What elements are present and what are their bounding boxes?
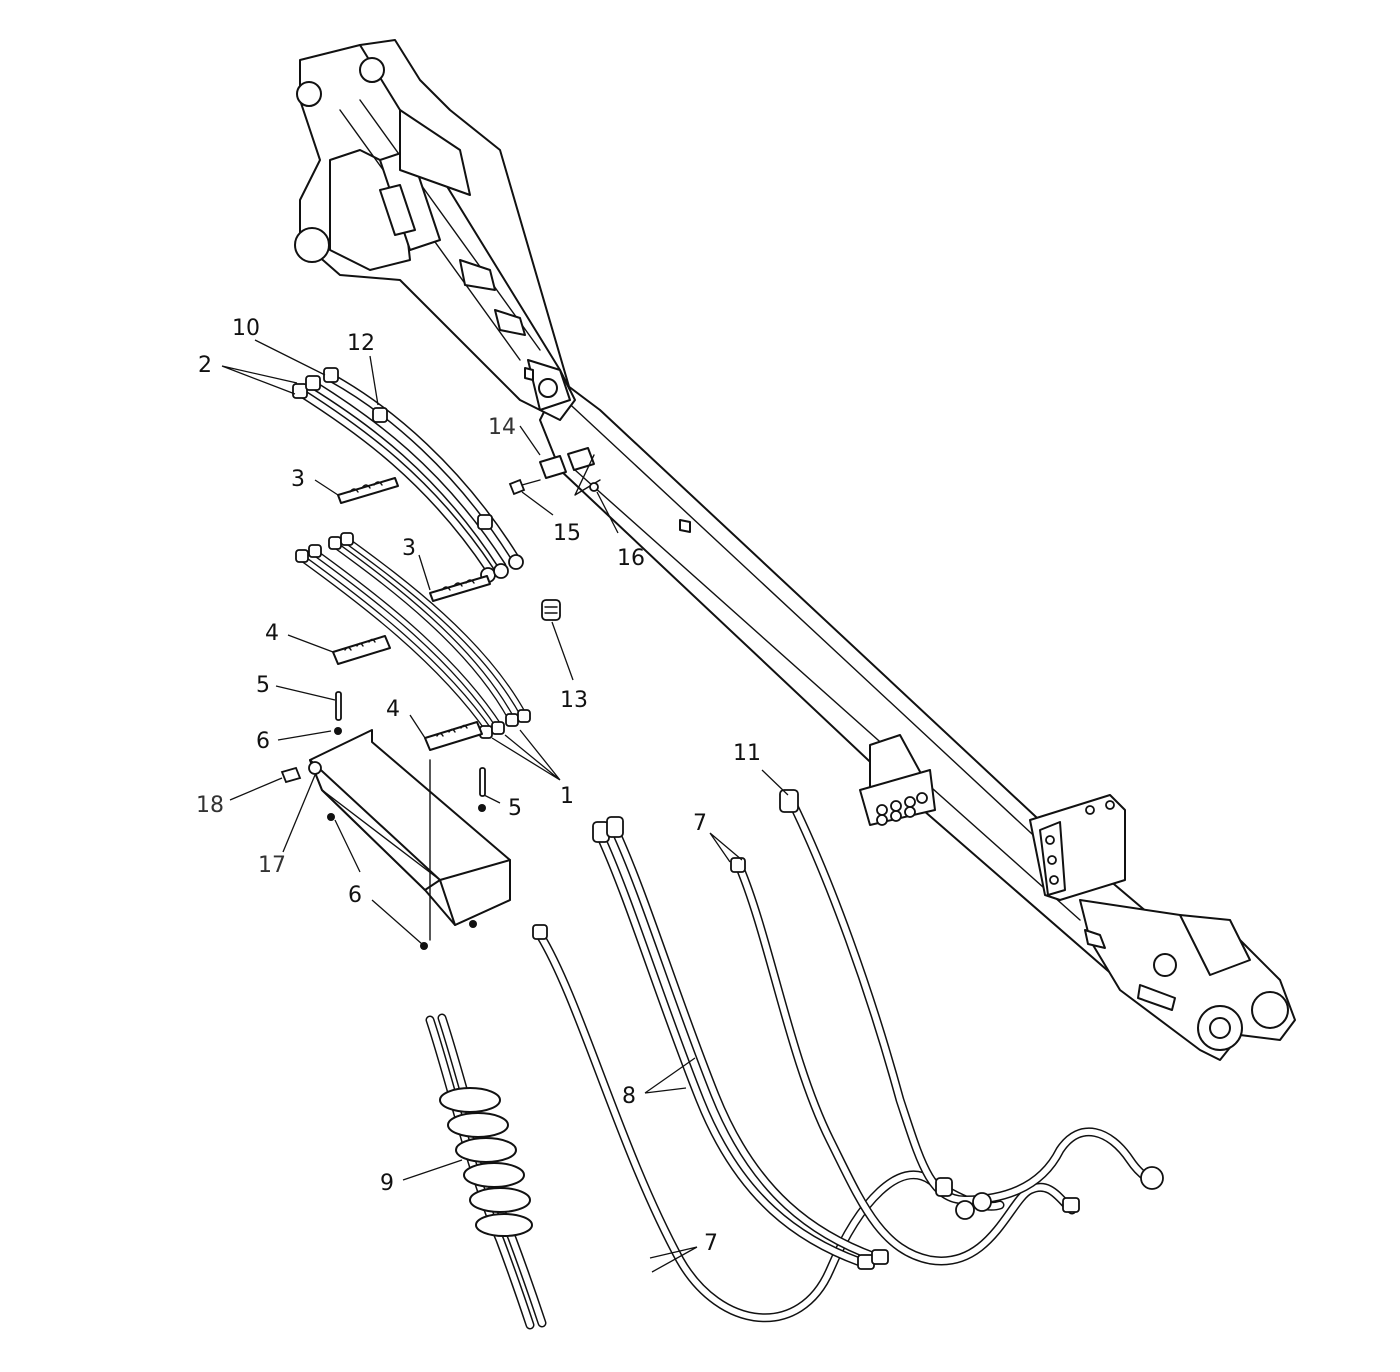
callout-8: 8 <box>622 1084 636 1109</box>
callout-12: 12 <box>347 331 375 356</box>
callout-1: 1 <box>560 784 574 809</box>
clamp-bar-upper <box>332 635 391 665</box>
callout-18: 18 <box>196 793 224 818</box>
spiral-hose-guard <box>425 1013 547 1330</box>
callout-5-left: 5 <box>256 673 270 698</box>
callout-5-right: 5 <box>508 796 522 821</box>
callout-6-lower: 6 <box>348 883 362 908</box>
callout-labels: 1 2 3 3 4 4 5 5 6 6 7 7 8 9 10 11 12 13 … <box>196 316 761 1256</box>
pins-and-nuts <box>280 691 486 950</box>
bolt-and-nut <box>508 478 599 496</box>
callout-3-lower: 3 <box>402 536 416 561</box>
long-hoses <box>532 789 1164 1323</box>
callout-7-lower: 7 <box>704 1231 718 1256</box>
callout-4-lower: 4 <box>386 697 400 722</box>
callout-10: 10 <box>232 316 260 341</box>
callout-14: 14 <box>488 415 516 440</box>
support-bracket <box>308 729 511 941</box>
callout-17: 17 <box>258 853 286 878</box>
callout-9: 9 <box>380 1171 394 1196</box>
hose-clamp-upper <box>337 477 399 504</box>
hose-bracket <box>539 447 601 496</box>
upper-hose-pair <box>292 367 561 621</box>
callout-6-left: 6 <box>256 729 270 754</box>
leader-lines <box>221 339 789 1273</box>
clamp-bar-lower <box>424 721 483 751</box>
callout-4-upper: 4 <box>265 621 279 646</box>
callout-2: 2 <box>198 353 212 378</box>
callout-11: 11 <box>733 741 761 766</box>
hose-clamp-lower <box>429 575 491 602</box>
callout-13: 13 <box>560 688 588 713</box>
callout-15: 15 <box>553 521 581 546</box>
callout-7-upper: 7 <box>693 811 707 836</box>
boom-arm <box>294 39 1296 1061</box>
callout-3-upper: 3 <box>291 467 305 492</box>
callout-16: 16 <box>617 546 645 571</box>
lower-hose-bundle <box>295 532 531 739</box>
